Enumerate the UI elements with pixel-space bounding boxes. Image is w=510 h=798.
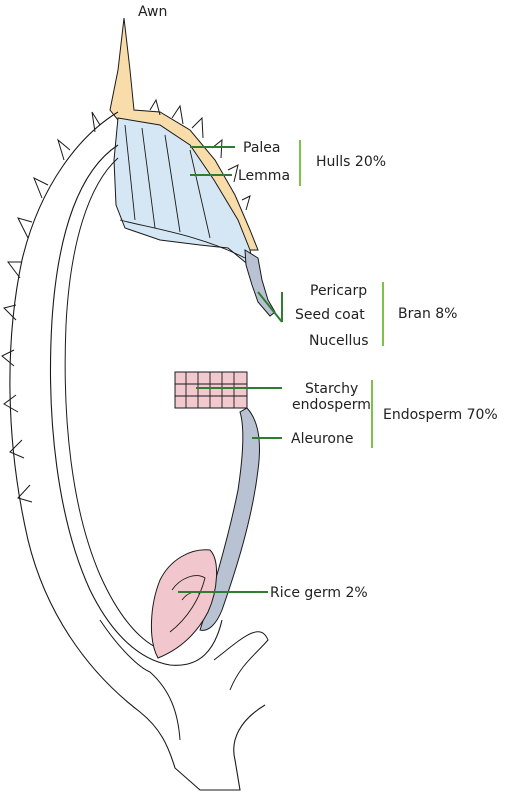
grain-outline xyxy=(49,144,223,666)
awn-label: Awn xyxy=(138,4,168,20)
hulls-label: Hulls 20% xyxy=(316,154,387,170)
rice-germ-shape xyxy=(151,549,218,659)
hull-left-serrations xyxy=(1,111,101,503)
outer-hull xyxy=(9,111,266,791)
rice-germ-label: Rice germ 2% xyxy=(270,585,368,601)
aleurone-layer xyxy=(199,407,260,631)
bran-label: Bran 8% xyxy=(398,306,458,322)
aleurone-label: Aleurone xyxy=(291,431,354,447)
starchy-label-line1: Starchy xyxy=(305,381,359,397)
bran-layer xyxy=(244,249,276,317)
hull-base xyxy=(99,619,269,741)
starchy-endosperm-block xyxy=(174,371,248,409)
nucellus-label: Nucellus xyxy=(309,333,369,349)
pericarp-label: Pericarp xyxy=(310,283,368,299)
grain-inner-outline xyxy=(64,157,171,653)
lemma-label: Lemma xyxy=(238,168,291,184)
palea-label: Palea xyxy=(243,140,281,156)
brackets xyxy=(299,140,384,448)
endosperm-label: Endosperm 70% xyxy=(383,407,498,423)
seed-coat-label: Seed coat xyxy=(295,307,365,323)
leader-lines xyxy=(178,146,283,593)
palea-lemma-region xyxy=(113,117,255,272)
starchy-label-line2: endosperm xyxy=(292,397,371,413)
palea-veins xyxy=(119,124,246,259)
hull-serrations xyxy=(149,98,251,211)
